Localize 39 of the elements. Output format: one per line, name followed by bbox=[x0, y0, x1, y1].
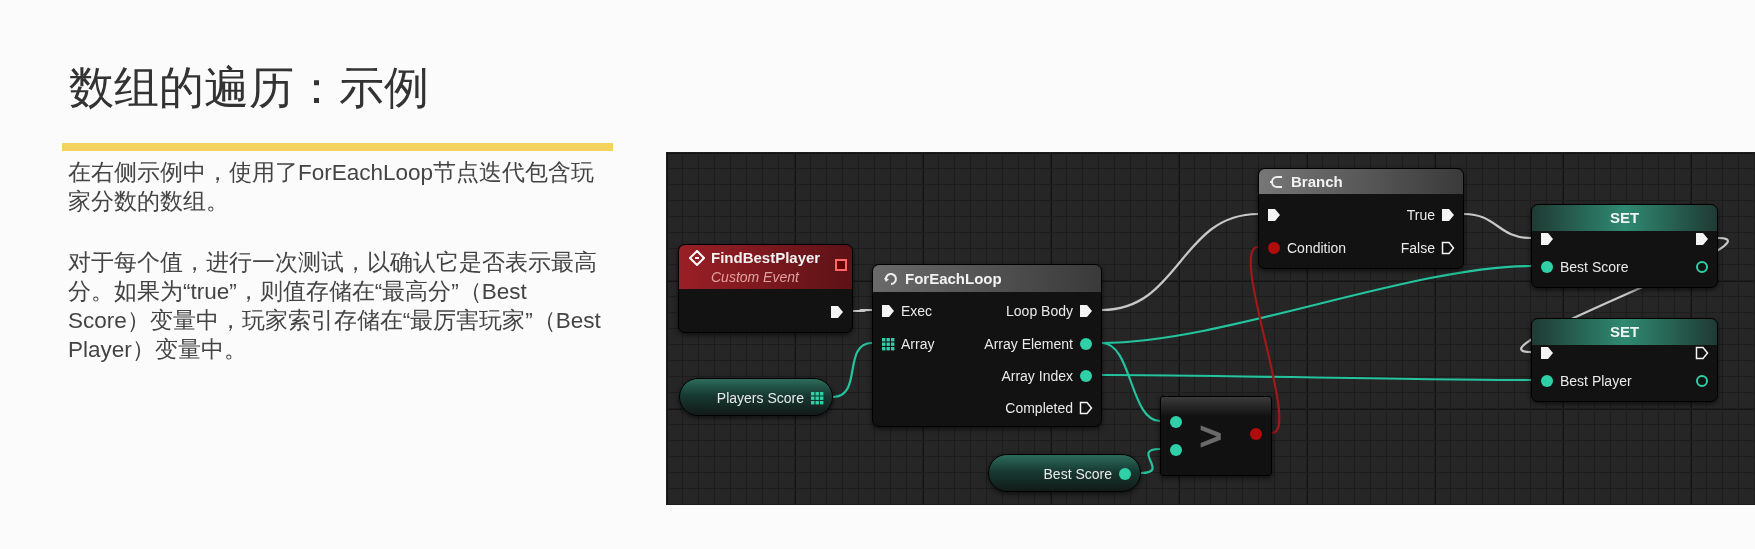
slide-title: 数组的遍历：示例 bbox=[69, 61, 429, 115]
wire bbox=[1249, 246, 1281, 434]
pin-label: Players Score bbox=[716, 389, 804, 408]
node-subtitle: Custom Event bbox=[711, 268, 799, 287]
function-node bbox=[1531, 204, 1718, 288]
wire bbox=[1140, 447, 1161, 475]
wire bbox=[832, 341, 873, 399]
pin-label: Completed bbox=[1005, 399, 1073, 418]
wire bbox=[1102, 373, 1531, 382]
compare-node bbox=[1160, 396, 1272, 476]
pin-label: Condition bbox=[1287, 239, 1347, 258]
node-title: SET bbox=[1608, 322, 1641, 342]
node-title: FindBestPlayer bbox=[711, 248, 821, 268]
pin-label: Best Score bbox=[1043, 465, 1112, 484]
variable-node bbox=[679, 378, 833, 416]
variable-node bbox=[988, 454, 1141, 492]
pin-label: True bbox=[1406, 206, 1435, 225]
pin-label: Array Element bbox=[984, 335, 1073, 354]
pin-label: Array Index bbox=[1001, 367, 1073, 386]
paragraph: 在右侧示例中，使用了ForEachLoop节点迭代包含玩家分数的数组。 bbox=[68, 159, 596, 216]
pin-label: Array bbox=[901, 335, 935, 354]
node-title: Branch bbox=[1291, 171, 1343, 192]
wire bbox=[1101, 341, 1161, 423]
wire bbox=[1101, 212, 1259, 312]
node-title: ForEachLoop bbox=[905, 268, 1002, 289]
pin-label: Best Score bbox=[1560, 258, 1629, 277]
pin-label: Loop Body bbox=[1006, 302, 1073, 321]
event-node bbox=[678, 244, 853, 333]
function-node bbox=[872, 264, 1102, 427]
wire bbox=[853, 308, 872, 313]
pin-label: Exec bbox=[901, 302, 933, 321]
function-node bbox=[1258, 168, 1464, 269]
node-title: SET bbox=[1608, 208, 1641, 228]
operator-symbol: > bbox=[1199, 415, 1223, 457]
paragraph: 对于每个值，进行一次测试，以确认它是否表示最高分。如果为“true”，则值存储在“最高分”（Best Score）变量中，玩家索引存储在“最厉害玩家”（Best Player）变量中。 bbox=[68, 249, 602, 364]
pin-label: Best Player bbox=[1560, 372, 1632, 391]
function-node bbox=[1531, 318, 1718, 402]
wire bbox=[1463, 212, 1532, 240]
pin-label: False bbox=[1400, 239, 1435, 258]
